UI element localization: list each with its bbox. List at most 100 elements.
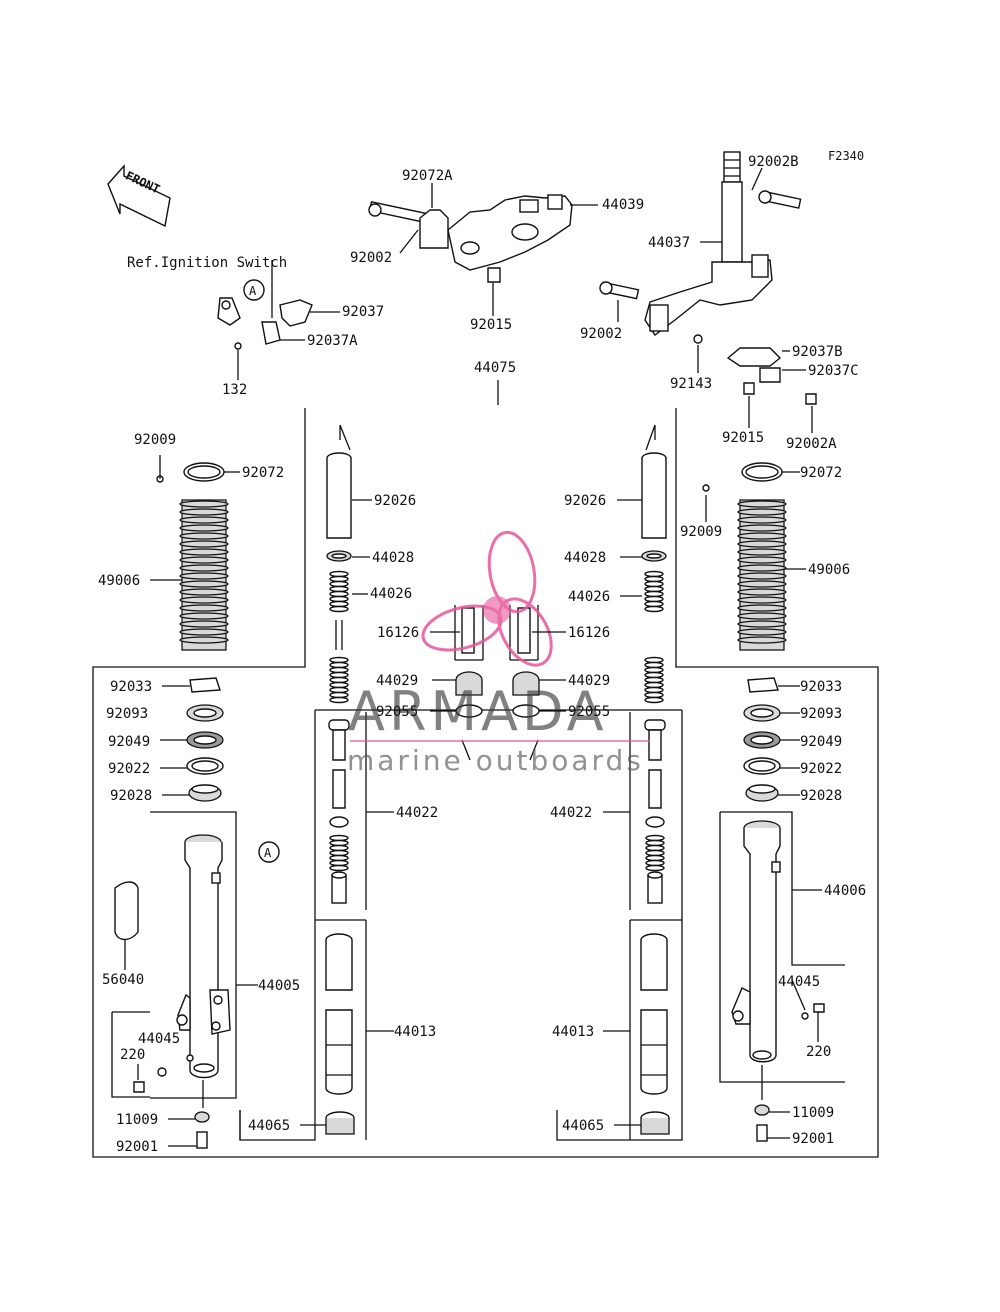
spring-coil xyxy=(645,839,665,847)
spring-coil xyxy=(329,666,349,674)
right-inner-parts xyxy=(640,424,670,1135)
part-label: 92022 xyxy=(800,761,842,777)
spring-coil xyxy=(644,605,664,613)
part-label: 92049 xyxy=(108,734,150,750)
spring-coil xyxy=(644,575,664,583)
leader-lines xyxy=(124,167,822,1147)
boot-ridge xyxy=(737,596,787,604)
spring-coil xyxy=(329,696,349,704)
part-label: 92009 xyxy=(134,432,176,448)
spring-coil xyxy=(645,859,665,867)
spring-coil xyxy=(329,605,349,613)
boot-ridge xyxy=(179,540,229,548)
spring-coil xyxy=(644,666,664,674)
spring-coil xyxy=(644,585,664,593)
part-label: 44026 xyxy=(568,589,610,605)
boot-ridge xyxy=(179,588,229,596)
figure-code: F2340 xyxy=(828,149,864,163)
part-label: 92049 xyxy=(800,734,842,750)
part-label: 92026 xyxy=(564,493,606,509)
left-seal-stack xyxy=(186,677,224,802)
spring-coil xyxy=(329,590,349,598)
boot-ridge xyxy=(737,612,787,620)
spring-coil xyxy=(329,854,349,862)
right-seal-stack xyxy=(743,677,781,802)
marker-a-top: A xyxy=(249,284,257,298)
spring-coil xyxy=(644,600,664,608)
part-label: 220 xyxy=(120,1047,145,1063)
spring-coil xyxy=(644,656,664,664)
propeller-logo-icon xyxy=(421,530,553,667)
boot-ridge xyxy=(179,580,229,588)
boot-ridge xyxy=(179,508,229,516)
boot-ridges xyxy=(179,500,787,644)
boot-ridge xyxy=(737,620,787,628)
boot-ridge xyxy=(737,540,787,548)
part-label: 92002B xyxy=(748,154,799,170)
spring-coil xyxy=(645,849,665,857)
boot-ridge xyxy=(737,636,787,644)
boot-ridge xyxy=(737,524,787,532)
upper-bracket xyxy=(368,194,573,283)
part-label: 92093 xyxy=(800,706,842,722)
spring-coil xyxy=(644,590,664,598)
spring-coil xyxy=(329,585,349,593)
spring-coil xyxy=(645,864,665,872)
part-label: 92001 xyxy=(116,1139,158,1155)
left-outer-tube: A xyxy=(114,834,280,1093)
part-label: 92001 xyxy=(792,1131,834,1147)
boot-ridge xyxy=(179,564,229,572)
part-label: 92037A xyxy=(307,333,358,349)
boot-ridge xyxy=(737,580,787,588)
spring-coil xyxy=(644,696,664,704)
part-label: 11009 xyxy=(792,1105,834,1121)
part-label: 92028 xyxy=(800,788,842,804)
spring-coil xyxy=(329,859,349,867)
boot-ridge xyxy=(737,508,787,516)
part-label: 92072 xyxy=(800,465,842,481)
front-arrow: FRONT xyxy=(107,164,171,228)
part-label: 92022 xyxy=(108,761,150,777)
part-label: 44045 xyxy=(138,1031,180,1047)
boot-ridge xyxy=(737,628,787,636)
part-label: 92093 xyxy=(106,706,148,722)
spring-coil xyxy=(644,681,664,689)
spring-coil xyxy=(644,691,664,699)
boot-ridge xyxy=(179,548,229,556)
part-label: 92037B xyxy=(792,344,843,360)
spring-coil xyxy=(644,595,664,603)
part-label: 44075 xyxy=(474,360,516,376)
part-label: 44065 xyxy=(248,1118,290,1134)
boot-ridge xyxy=(179,636,229,644)
spring-coil xyxy=(329,681,349,689)
part-label: 92072A xyxy=(402,168,453,184)
spring-coil xyxy=(329,595,349,603)
part-label: 44022 xyxy=(396,805,438,821)
part-label: 92015 xyxy=(470,317,512,333)
spring-coil xyxy=(644,686,664,694)
boot-ridge xyxy=(737,548,787,556)
part-label: 92002 xyxy=(350,250,392,266)
part-label: 44013 xyxy=(394,1024,436,1040)
ignition-bracket: A xyxy=(217,260,313,350)
part-label: 44029 xyxy=(376,673,418,689)
boot-ridge xyxy=(179,620,229,628)
spring-coil xyxy=(644,676,664,684)
part-label: 44065 xyxy=(562,1118,604,1134)
boot-ridge xyxy=(179,572,229,580)
part-label: 49006 xyxy=(98,573,140,589)
spring-coil xyxy=(329,864,349,872)
part-label: 44005 xyxy=(258,978,300,994)
part-label: 44039 xyxy=(602,197,644,213)
spring-coil xyxy=(644,661,664,669)
boot-ridge xyxy=(179,556,229,564)
boot-ridge xyxy=(737,556,787,564)
left-inner-parts xyxy=(325,424,355,1135)
spring-coil xyxy=(329,844,349,852)
spring-coil xyxy=(329,575,349,583)
spring-coil xyxy=(645,844,665,852)
marker-a-tube: A xyxy=(264,846,272,860)
spring-coil xyxy=(329,686,349,694)
